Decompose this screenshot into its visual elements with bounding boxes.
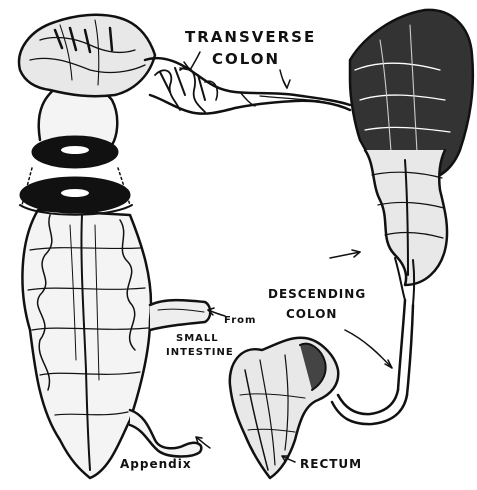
hepatic-flexure (19, 15, 155, 96)
colon-cross-section (20, 83, 132, 215)
label-descending: DESCENDING (268, 288, 366, 300)
label-small: SMALL (176, 334, 219, 344)
label-descending-colon: COLON (286, 308, 337, 320)
small-intestine-end (150, 300, 210, 330)
sigmoid-colon (332, 390, 407, 424)
label-from: From (224, 316, 256, 326)
label-appendix: Appendix (120, 458, 192, 470)
ascending-colon (22, 210, 151, 478)
label-transverse: TRANSVERSE (185, 30, 316, 45)
descending-colon (365, 150, 447, 395)
appendix-shape (130, 410, 201, 457)
label-intestine: INTESTINE (166, 348, 234, 358)
label-rectum: RECTUM (300, 458, 362, 470)
label-transverse-colon: COLON (212, 52, 280, 67)
